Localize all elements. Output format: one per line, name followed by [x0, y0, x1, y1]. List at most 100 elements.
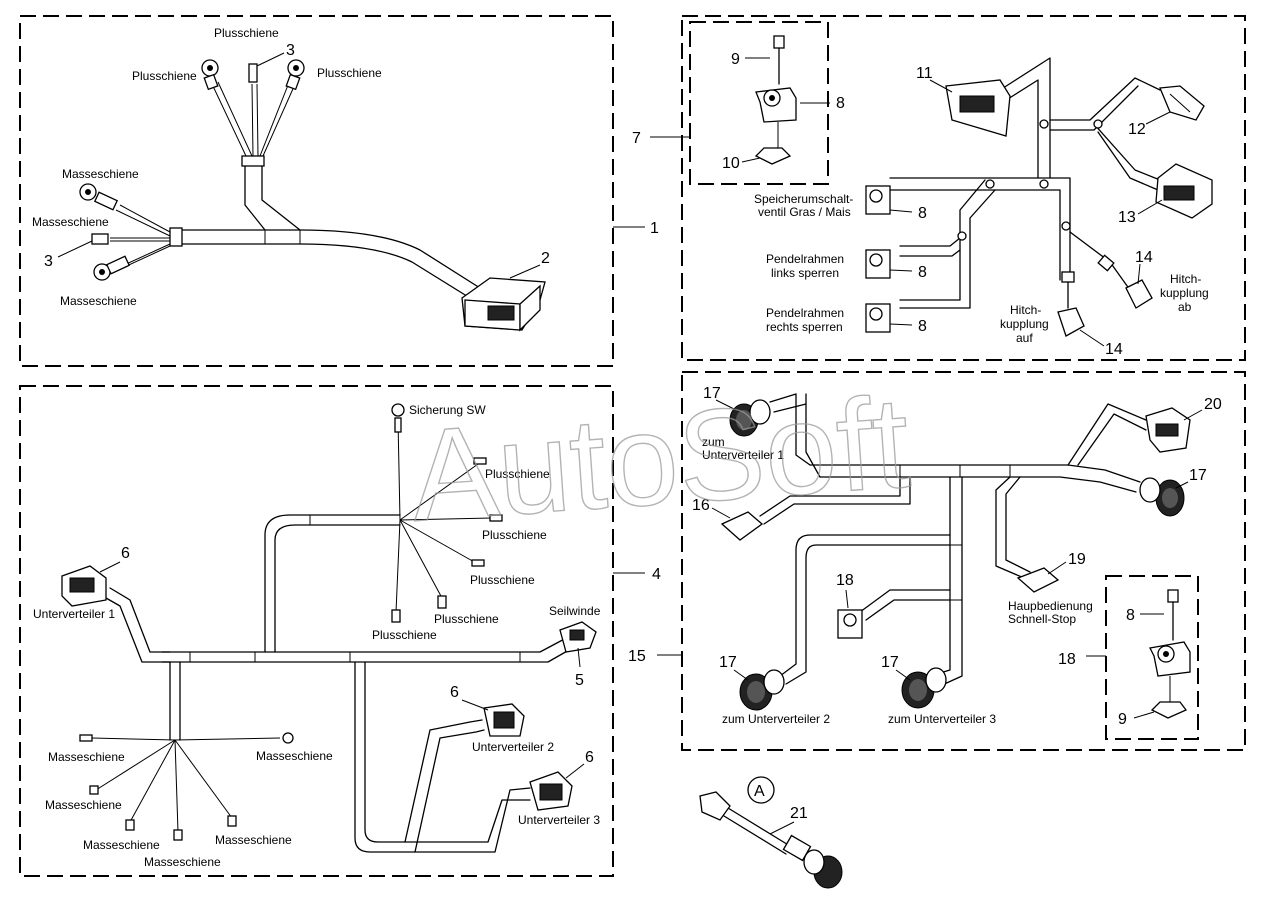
callout-14-auf: 14	[1105, 341, 1123, 358]
connector-unterverteiler-1	[61, 565, 107, 607]
inner-callout-8: 8	[836, 95, 845, 112]
inner-callout-8: 8	[1126, 607, 1135, 624]
label-masseschiene-4-1: Masseschiene	[48, 750, 125, 764]
callout-19: 19	[1068, 551, 1086, 568]
callout-16: 16	[692, 497, 710, 514]
connector-12	[1159, 85, 1205, 121]
group-7-harness: 7 9 8 10	[632, 15, 1246, 361]
label-hitch-ab-1: Hitch-	[1170, 272, 1201, 286]
label-masseschiene-4-3: Masseschiene	[45, 798, 122, 812]
label-haupbedienung: Haupbedienung	[1008, 599, 1093, 613]
group-15-frame	[681, 371, 1246, 751]
label-unterverteiler-1: Unterverteiler 1	[33, 607, 115, 621]
valve-plug-pendel-rechts	[865, 303, 891, 333]
inner-group-18-ref: 18	[1058, 651, 1076, 668]
label-hitch-auf-3: auf	[1016, 331, 1033, 345]
valve-plug-pendel-links	[865, 249, 891, 279]
group-15-harness: 15	[628, 371, 1246, 751]
group-15-ref: 15	[628, 648, 646, 665]
label-masseschiene-4-4: Masseschiene	[83, 838, 160, 852]
callout-6-uv1: 6	[121, 545, 130, 562]
callout-17-top: 17	[703, 385, 721, 402]
callout-11: 11	[916, 65, 933, 82]
group-1-frame	[19, 15, 614, 367]
group-1-harness: 1	[19, 15, 659, 367]
label-hitch-auf-2: kupplung	[1000, 317, 1049, 331]
callout-12: 12	[1128, 121, 1146, 138]
callout-21: 21	[790, 805, 808, 822]
cable-sleeve	[169, 227, 183, 247]
label-plusschiene-4-3: Plusschiene	[470, 573, 535, 587]
label-pendel-links-1: Pendelrahmen	[766, 252, 844, 266]
group-1-ref: 1	[650, 220, 659, 237]
callout-17-uv3: 17	[881, 654, 899, 671]
label-hitch-auf-1: Hitch-	[1010, 303, 1041, 317]
label-unterverteiler-3: Unterverteiler 3	[518, 813, 600, 827]
detail-a-harness: A 21	[699, 776, 843, 889]
round-connector-17-top	[729, 399, 771, 437]
label-zum-uv1-2: Unterverteiler 1	[702, 448, 784, 462]
valve-plug-speicher	[865, 185, 891, 215]
label-hitch-ab-2: kupplung	[1160, 286, 1209, 300]
label-plusschiene-4-1: Plusschiene	[485, 467, 550, 481]
label-masseschiene-1: Masseschiene	[62, 167, 139, 181]
bolt-head	[773, 35, 785, 49]
label-masseschiene-3: Masseschiene	[60, 294, 137, 308]
connector-16	[720, 511, 764, 541]
inner-callout-9: 9	[731, 51, 740, 68]
connector-unterverteiler-2	[483, 703, 525, 737]
label-zum-uv3: zum Unterverteiler 3	[888, 712, 996, 726]
group-4-ref: 4	[652, 566, 661, 583]
plug-hitch-ab	[1097, 254, 1153, 309]
seal	[754, 147, 792, 165]
label-plusschiene-left: Plusschiene	[132, 69, 197, 83]
callout-14-ab: 14	[1135, 249, 1153, 266]
label-seilwinde: Seilwinde	[549, 604, 601, 618]
callout-6-uv2: 6	[450, 684, 459, 701]
callout-13: 13	[1118, 209, 1136, 226]
callout-3-left: 3	[44, 253, 53, 270]
callout-17-uv2: 17	[719, 654, 737, 671]
connector-2	[461, 277, 546, 332]
callout-5: 5	[575, 672, 584, 689]
label-speicher-1: Speicherumschalt-	[754, 192, 853, 206]
round-connector-17-right	[1139, 477, 1185, 517]
label-masseschiene-2: Masseschiene	[32, 215, 109, 229]
fuse-ring-terminal	[391, 403, 405, 417]
seal	[1150, 701, 1188, 719]
inner-callout-10: 10	[722, 155, 740, 172]
label-hitch-ab-3: ab	[1178, 300, 1192, 314]
callout-2: 2	[541, 250, 550, 267]
group-4-harness: 4	[19, 385, 661, 877]
group-7-frame	[681, 15, 1246, 361]
detail-a-marker	[747, 776, 775, 804]
connector-detail-a	[699, 791, 731, 821]
cable-sleeve	[241, 155, 265, 167]
group-15-inner-frame	[1105, 575, 1199, 740]
callout-8-pendel-rechts: 8	[918, 318, 927, 335]
plug-hitch-auf	[1057, 271, 1085, 337]
label-masseschiene-4-2: Masseschiene	[256, 749, 333, 763]
callout-17-right: 17	[1189, 467, 1207, 484]
fuse-terminal	[248, 63, 258, 83]
label-plusschiene-right: Plusschiene	[317, 66, 382, 80]
round-connector-17-uv2	[739, 669, 785, 711]
callout-8-speicher: 8	[918, 205, 927, 222]
callout-18: 18	[836, 572, 854, 589]
round-connector-17-uv3	[901, 667, 947, 709]
group-7-ref: 7	[632, 130, 641, 147]
valve-plug-18	[837, 609, 863, 639]
label-plusschiene-4-2: Plusschiene	[482, 528, 547, 542]
callout-8-pendel-links: 8	[918, 264, 927, 281]
label-unterverteiler-2: Unterverteiler 2	[472, 740, 554, 754]
label-sicherung-sw: Sicherung SW	[409, 403, 486, 417]
connector-unterverteiler-3	[529, 771, 573, 811]
label-speicher-2: ventil Gras / Mais	[758, 205, 851, 219]
connector-20	[1145, 407, 1191, 453]
bolt-head	[1167, 589, 1179, 603]
label-zum-uv2: zum Unterverteiler 2	[722, 712, 830, 726]
fuse-terminal	[91, 233, 109, 245]
label-plusschiene-4-5: Plusschiene	[372, 628, 437, 642]
connector-11	[945, 79, 1011, 137]
